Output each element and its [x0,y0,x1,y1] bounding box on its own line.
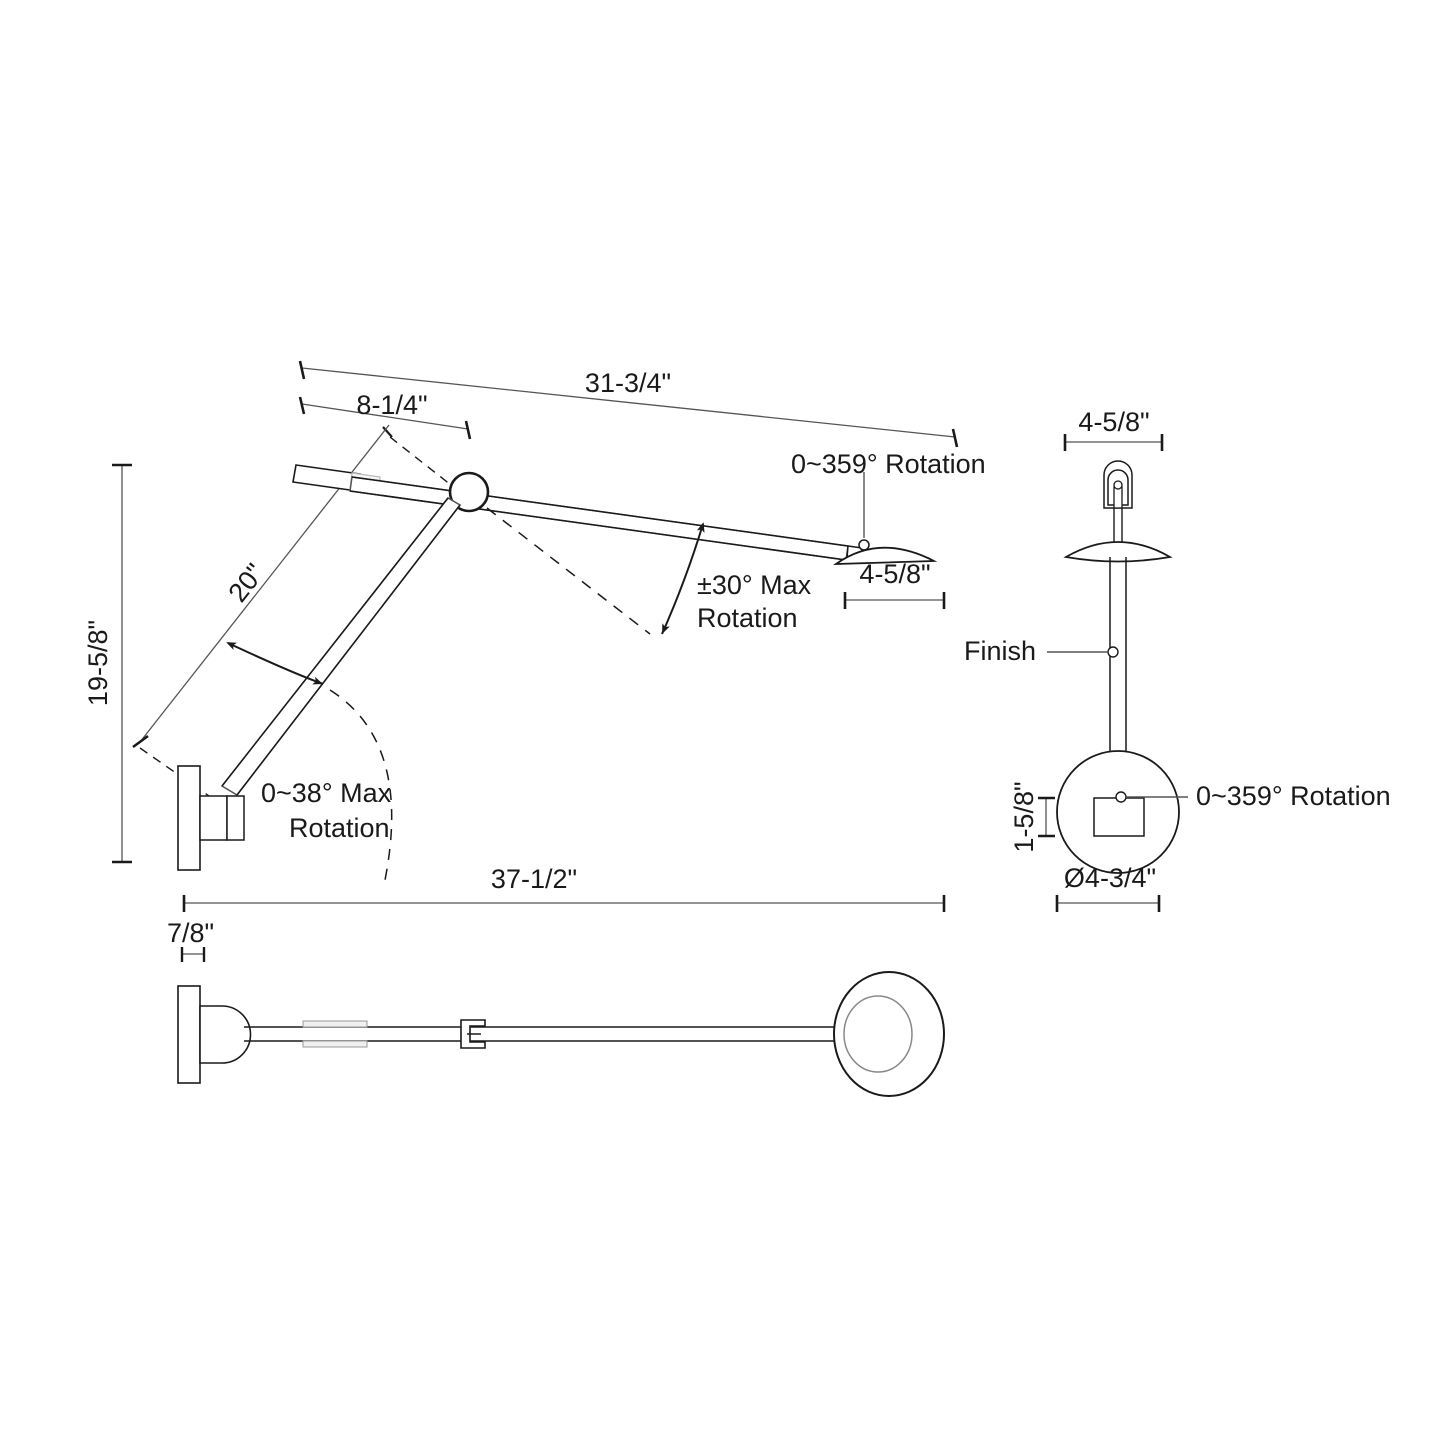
annotation-upper-rotation-line1: ±30° Max [697,570,812,600]
pivot-joint-circle [448,471,490,513]
front-head-knuckle [1103,460,1133,509]
annotation-base-rotation: 0~359° Rotation [1115,781,1391,811]
dimension-front-shade-width: 4-5/8" [1063,407,1164,451]
upper-arm-rotation-arrow [661,522,705,635]
dimension-shade-elevation: 4-5/8" [843,559,946,609]
extension-tick-upper [382,426,393,438]
annotation-upper-rotation-line2: Rotation [697,603,798,633]
base-rotation-pointer-dot [1115,791,1127,803]
annotation-finish: Finish [964,636,1119,666]
annotation-lower-rotation-line2: Rotation [289,813,390,843]
plan-arm-sleeve [302,1020,368,1048]
finish-pointer-dot [1107,646,1119,658]
mount-block-outer [226,795,245,841]
front-base-block [1093,797,1145,837]
dim-label-plan-backplate: 7/8" [167,918,214,948]
dim-label-base-height: 1-5/8" [1009,781,1039,852]
dimension-base-height: 1-5/8" [1009,781,1055,853]
dim-label-height: 19-5/8" [83,620,113,706]
lower-arm-swing-arc [329,689,393,881]
upper-arm-travel-ray [486,507,651,635]
plan-shade [833,971,945,1097]
annotation-lower-rotation-line1: 0~38° Max [261,778,392,808]
dim-label-plan-overall-length: 37-1/2" [491,864,577,894]
dimension-plan-overall-length: 37-1/2" [182,864,946,912]
plan-mount-boss [199,1005,252,1064]
plan-backplate [177,985,201,1084]
dim-label-upper-arm-short: 8-1/4" [356,390,427,420]
plan-view: 37-1/2" 7/8" [167,864,946,1097]
shade-profile [833,546,938,565]
dimension-plan-backplate: 7/8" [167,918,214,962]
lower-arm [220,497,462,796]
dim-label-overall-reach: 31-3/4" [585,368,671,398]
dimension-base-diameter: Ø4-3/4" [1055,863,1161,912]
annotation-base-rotation-label: 0~359° Rotation [1196,781,1391,811]
dim-label-base-diameter: Ø4-3/4" [1064,863,1156,893]
front-shade [1063,541,1173,563]
front-view: 4-5/8" Finish [964,407,1391,912]
mount-block-inner [199,795,228,841]
lamp-head-elevation [833,539,938,565]
head-rotation-pivot [858,539,870,551]
dimension-upper-arm-short: 8-1/4" [298,390,472,440]
wall-backplate [177,765,201,871]
dimension-overall-reach: 31-3/4" [298,360,959,448]
annotation-finish-label: Finish [964,636,1036,666]
front-upper-stem [1113,508,1123,545]
dimension-height: 19-5/8" [83,463,132,864]
annotation-head-rotation: 0~359° Rotation [791,449,986,479]
plan-mid-joint [460,1019,486,1049]
dim-label-shade-elevation: 4-5/8" [859,559,930,589]
dim-label-front-shade-width: 4-5/8" [1078,407,1149,437]
wall-mount-assembly [177,765,245,871]
lower-arm-rotation-arrow [226,642,324,685]
